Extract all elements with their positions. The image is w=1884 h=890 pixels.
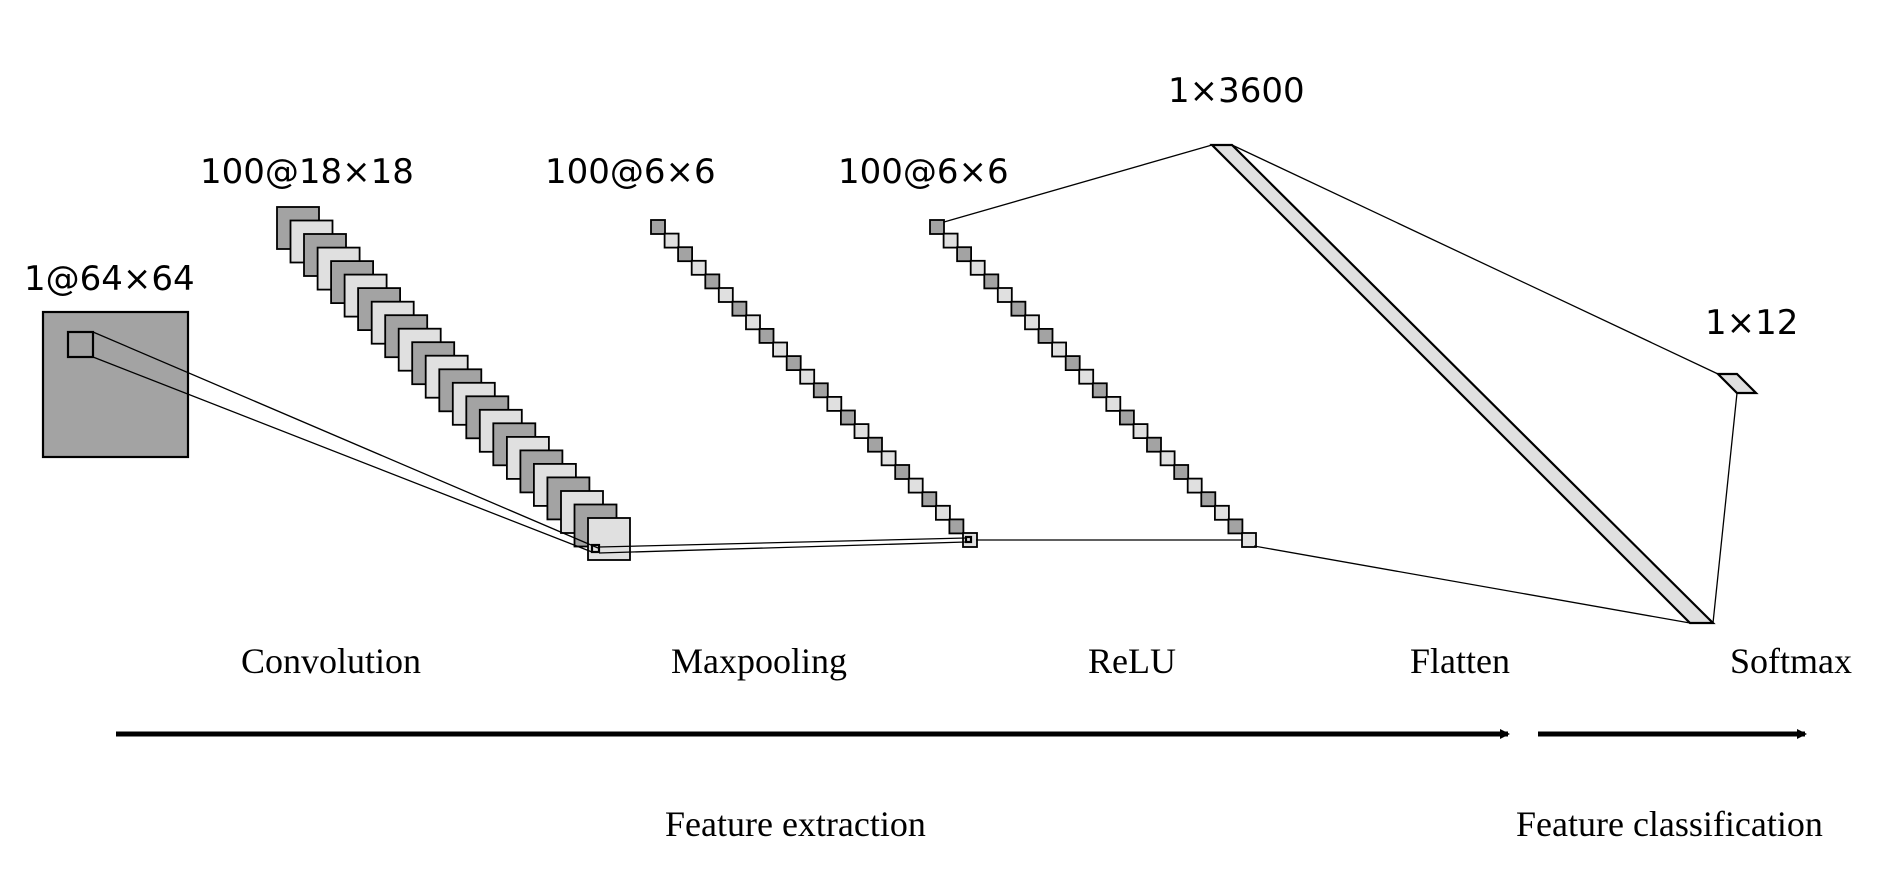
flatten-shape-label: 1×3600: [1168, 71, 1305, 111]
relu-to-flatten-line-bottom: [1253, 545, 1691, 624]
relu-feature-map: [1200, 491, 1217, 508]
pool-receptive-field: [964, 535, 973, 544]
stage-label-flatten: Flatten: [1410, 641, 1510, 681]
relu-feature-map: [1051, 341, 1067, 358]
input-layer: [41, 310, 190, 459]
pool-feature-map: [921, 491, 938, 508]
relu-feature-map: [1119, 409, 1135, 426]
relu-feature-map: [996, 287, 1013, 303]
pool-feature-map: [650, 219, 666, 235]
relu-feature-map: [1159, 450, 1176, 467]
relu-feature-map: [1064, 355, 1081, 372]
pool-feature-map: [758, 327, 775, 344]
pool-feature-map: [826, 395, 843, 412]
pool-feature-map: [663, 232, 680, 249]
feature-extraction-label: Feature extraction: [665, 804, 926, 844]
conv-feature-map-stack: [276, 206, 631, 561]
relu-feature-map: [1227, 518, 1244, 535]
input-receptive-field: [66, 330, 95, 359]
relu-feature-map: [1146, 436, 1162, 453]
relu-feature-map: [969, 259, 986, 276]
flatten-to-softmax-line-top: [1231, 144, 1719, 375]
relu-feature-map: [1037, 327, 1054, 344]
relu-feature-map: [1024, 314, 1040, 331]
relu-feature-map: [1173, 464, 1190, 480]
pool-feature-map: [812, 382, 829, 399]
conv-to-pool-line-bottom: [598, 541, 967, 554]
pool-feature-map: [717, 287, 734, 303]
pool-feature-map: [907, 477, 924, 494]
softmax-vector: [1715, 372, 1759, 395]
conv-receptive-field: [590, 543, 601, 554]
pool-feature-map: [690, 259, 707, 276]
relu-feature-map: [956, 246, 972, 263]
stage-label-relu: ReLU: [1088, 641, 1176, 681]
conv-to-pool-line-top: [598, 537, 967, 548]
pool-feature-map: [880, 450, 897, 467]
relu-feature-map: [1105, 395, 1122, 412]
relu-feature-map: [942, 232, 959, 249]
pool-feature-map: [935, 504, 951, 521]
stage-label-softmax: Softmax: [1730, 641, 1852, 681]
relu-feature-map: [1010, 300, 1027, 317]
relu-feature-map: [1241, 532, 1257, 548]
relu-feature-map: [1078, 368, 1095, 385]
stage-label-convolution: Convolution: [241, 641, 421, 681]
input-to-conv-line-top: [92, 331, 599, 549]
flatten-to-softmax-line-bottom: [1712, 392, 1738, 624]
relu-feature-map: [1091, 382, 1108, 399]
input-shape-label: 1@64×64: [24, 259, 195, 299]
pool-feature-map: [731, 300, 748, 317]
pool-feature-map: [704, 273, 721, 290]
relu-feature-map: [1214, 504, 1230, 521]
relu-feature-map: [1132, 423, 1149, 440]
pool-feature-map: [894, 464, 911, 480]
feature-classification-label: Feature classification: [1516, 804, 1823, 844]
connection-lines: [92, 144, 1738, 624]
conv-feature-map: [587, 517, 631, 561]
pool-feature-map: [785, 355, 802, 372]
pool-feature-map: [799, 368, 816, 385]
pool-feature-map: [840, 409, 856, 426]
relu-feature-map: [929, 219, 945, 235]
pool-feature-map: [948, 518, 965, 535]
relu-feature-map-stack: [929, 219, 1257, 548]
pool-feature-map: [772, 341, 788, 358]
conv-shape-label: 100@18×18: [200, 152, 414, 192]
pool-feature-map: [677, 246, 693, 263]
softmax-shape-label: 1×12: [1705, 303, 1798, 343]
relu-shape-label: 100@6×6: [838, 152, 1009, 192]
pool-feature-map: [853, 423, 870, 440]
relu-feature-map: [1186, 477, 1203, 494]
pool-feature-map: [745, 314, 761, 331]
stage-label-maxpooling: Maxpooling: [671, 641, 847, 681]
input-to-conv-line-bottom: [92, 356, 593, 553]
maxpool-feature-map-stack: [650, 219, 978, 548]
relu-feature-map: [983, 273, 1000, 290]
pool-shape-label: 100@6×6: [545, 152, 716, 192]
pool-feature-map: [867, 436, 883, 453]
input-feature-map: [41, 310, 190, 459]
relu-to-flatten-line-top: [943, 144, 1213, 223]
